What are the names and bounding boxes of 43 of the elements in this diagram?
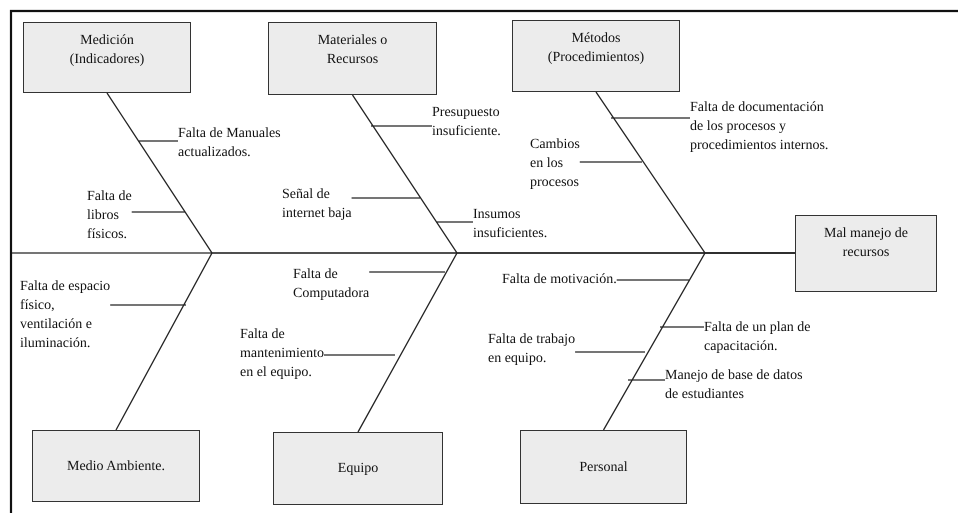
leader-line	[352, 197, 420, 199]
category-box	[520, 430, 687, 504]
cause-text: Falta de trabajo en equipo.	[488, 330, 588, 368]
box-label: Medio Ambiente.	[67, 458, 165, 476]
leader-line	[575, 351, 645, 353]
category-box	[512, 20, 680, 92]
leader-line	[611, 117, 690, 119]
category-box	[32, 430, 200, 502]
cause-text: Manejo de base de datos de estudiantes	[665, 366, 815, 404]
cause-text: Falta de Computadora	[293, 265, 403, 303]
leader-line	[139, 140, 178, 142]
leader-line	[324, 354, 395, 356]
leader-line	[371, 125, 432, 127]
cause-text: Falta de libros físicos.	[87, 187, 147, 244]
box-label: Medición (Indicadores)	[68, 32, 146, 69]
cause-text: Falta de documentación de los procesos y procedimientos internos.	[690, 98, 838, 155]
category-box	[268, 22, 437, 95]
cause-text: Falta de un plan de capacitación.	[704, 318, 854, 356]
cause-text: Señal de internet baja	[282, 185, 372, 223]
cause-text: Presupuesto insuficiente.	[432, 103, 532, 141]
spine-line	[12, 252, 795, 254]
box-label: Personal	[579, 458, 628, 476]
cause-text: Falta de espacio físico, ventilación e iluminación.	[20, 277, 120, 353]
leader-line	[628, 379, 665, 381]
box-label: Equipo	[338, 460, 378, 478]
box-label: Métodos (Procedimientos)	[546, 30, 646, 67]
leader-line	[369, 271, 445, 273]
leader-line	[660, 326, 704, 328]
cause-text: Falta de Manuales actualizados.	[178, 124, 338, 162]
cause-text: Falta de motivación.	[502, 270, 617, 289]
effect-box	[795, 215, 937, 292]
box-label: Materiales o Recursos	[316, 32, 388, 69]
category-box	[23, 22, 191, 93]
leader-line	[110, 304, 186, 306]
leader-line	[580, 161, 642, 163]
cause-text: Falta de mantenimiento en el equipo.	[240, 325, 340, 382]
category-box	[273, 432, 443, 505]
cause-text: Insumos insuficientes.	[473, 205, 583, 243]
cause-text: Cambios en los procesos	[530, 135, 590, 192]
box-label: Mal manejo de recursos	[823, 225, 909, 262]
leader-line	[132, 211, 185, 213]
leader-line	[616, 279, 689, 281]
leader-line	[436, 221, 473, 223]
